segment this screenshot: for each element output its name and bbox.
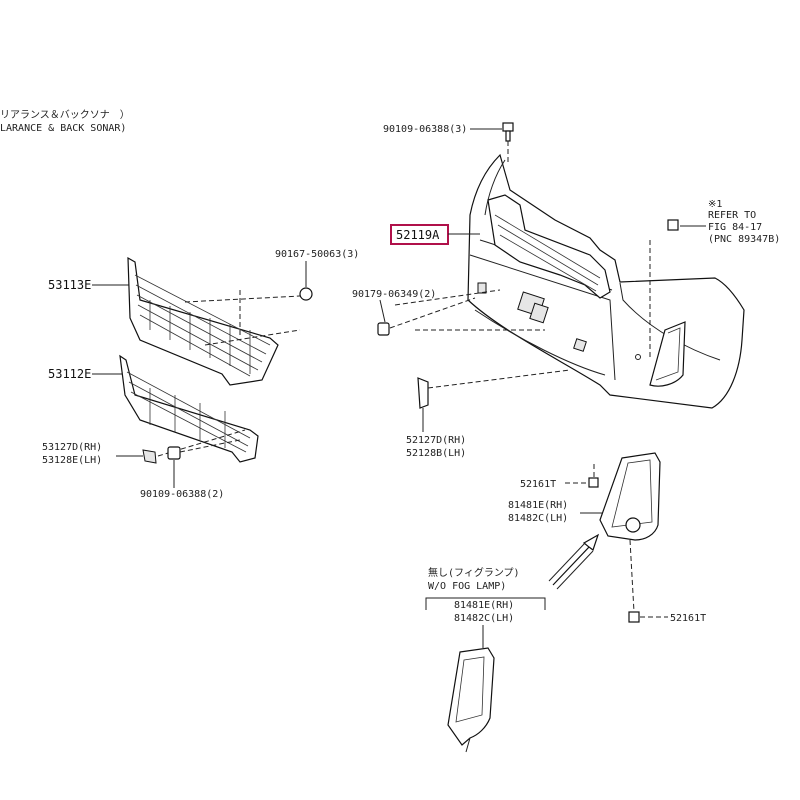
label-bracket2-lh[interactable]: 52128B(LH) <box>406 448 466 459</box>
sonar-note-jp: リアランス＆バックソナ ） <box>0 109 130 121</box>
screw-upper-icon <box>299 287 313 301</box>
label-bracket2-rh[interactable]: 52127D(RH) <box>406 435 466 446</box>
refer-line-3[interactable]: (PNC 89347B) <box>708 234 780 245</box>
label-cover-rh[interactable]: 81481E(RH) <box>508 500 568 511</box>
label-clip-upper-right[interactable]: 52161T <box>520 479 556 490</box>
label-screw-upper[interactable]: 90167-50063(3) <box>275 249 359 260</box>
refer-mark: ※1 <box>708 199 722 210</box>
refer-line-1[interactable]: REFER TO <box>708 210 756 221</box>
sensor-clip-icon <box>667 219 679 231</box>
bracket-left-icon <box>142 449 157 464</box>
bracket-right-icon <box>417 377 429 409</box>
rear-bumper-cover <box>467 153 745 409</box>
label-grille-lower[interactable]: 53112E <box>48 367 91 381</box>
label-bracket-lh[interactable]: 53128E(LH) <box>42 455 102 466</box>
bolt-top-icon <box>502 122 514 142</box>
label-highlighted-part[interactable]: 52119A <box>396 228 440 242</box>
fog-note-jp: 無し(フィグランプ) <box>428 566 520 579</box>
label-bolt-top[interactable]: 90109-06388(3) <box>383 124 467 135</box>
label-clip-mid[interactable]: 90179-06349(2) <box>352 289 436 300</box>
clip-lower-right-icon <box>628 611 640 623</box>
label-cover2-rh[interactable]: 81481E(RH) <box>454 600 514 611</box>
refer-line-2[interactable]: FIG 84-17 <box>708 222 762 233</box>
clip-mid-icon <box>377 322 390 336</box>
label-clip-lower-right[interactable]: 52161T <box>670 613 706 624</box>
sonar-note-en: LARANCE & BACK SONAR) <box>0 123 126 134</box>
label-cover-lh[interactable]: 81482C(LH) <box>508 513 568 524</box>
fog-lamp-cover-right <box>599 452 661 613</box>
label-cover2-lh[interactable]: 81482C(LH) <box>454 613 514 624</box>
label-bracket-rh[interactable]: 53127D(RH) <box>42 442 102 453</box>
fog-lamp-cover-left <box>447 647 495 753</box>
label-bolt-bottom[interactable]: 90109-06388(2) <box>140 489 224 500</box>
clip-upper-right-icon <box>588 464 599 488</box>
fog-note-en: W/O FOG LAMP) <box>428 581 506 592</box>
label-grille-upper[interactable]: 53113E <box>48 278 91 292</box>
upper-grille <box>127 256 279 386</box>
arrow-icon <box>548 533 600 590</box>
bolt-bottom-icon <box>167 446 181 460</box>
lower-grille <box>119 354 259 463</box>
